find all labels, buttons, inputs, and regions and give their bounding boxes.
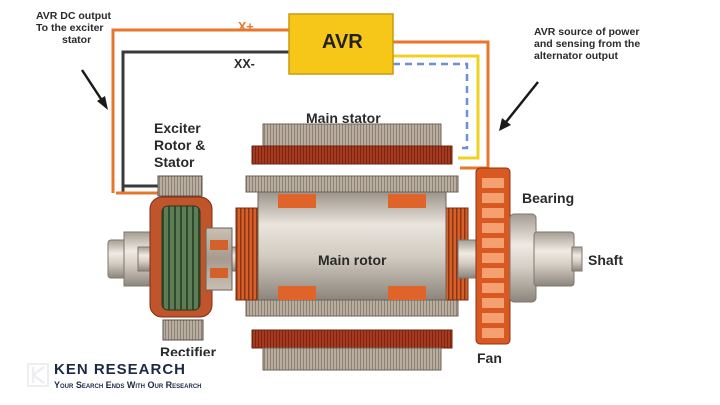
signal-xx-minus: XX-	[234, 57, 255, 71]
note-right-line: and sensing from the	[534, 38, 641, 50]
label-exciter-line: Stator	[154, 154, 195, 170]
bearing-and-shaft-right	[509, 213, 583, 303]
label-fan: Fan	[477, 350, 502, 366]
label-main-rotor: Main rotor	[318, 252, 387, 268]
wire-xx-minus	[121, 50, 293, 193]
label-shaft: Shaft	[588, 252, 623, 268]
logo-tagline: Your Search Ends With Our Research	[54, 380, 202, 390]
note-left-line: To the exciter	[36, 22, 104, 34]
avr-label: AVR	[322, 31, 363, 53]
main-rotor-body	[235, 191, 479, 301]
note-right-line: AVR source of power	[534, 26, 640, 38]
avr-box	[288, 13, 394, 75]
label-bearing: Bearing	[522, 190, 575, 206]
arrow-left-note	[80, 69, 108, 110]
wire-power-sense	[393, 40, 490, 170]
logo-brand: KEN RESEARCH	[54, 361, 187, 378]
label-main-stator: Main stator	[306, 110, 381, 126]
exciter-assembly	[149, 175, 233, 341]
main-stator	[245, 123, 459, 371]
arrow-right-note	[499, 81, 539, 131]
label-exciter-line: Rotor &	[154, 137, 206, 153]
signal-x-plus: X+	[238, 20, 254, 34]
note-right: AVR source of power and sensing from the…	[534, 26, 640, 62]
wire-x-plus	[111, 28, 293, 193]
note-left-line: stator	[62, 34, 92, 46]
label-exciter: Exciter Rotor & Stator	[154, 120, 205, 171]
fan-assembly	[475, 167, 511, 345]
ken-research-logo: KEN RESEARCH Your Search Ends With Our R…	[22, 356, 242, 396]
note-left-line: AVR DC output	[36, 10, 112, 22]
note-right-line: alternator output	[534, 50, 618, 62]
note-left: AVR DC output To the exciter stator	[36, 10, 111, 46]
label-exciter-line: Exciter	[154, 120, 201, 136]
